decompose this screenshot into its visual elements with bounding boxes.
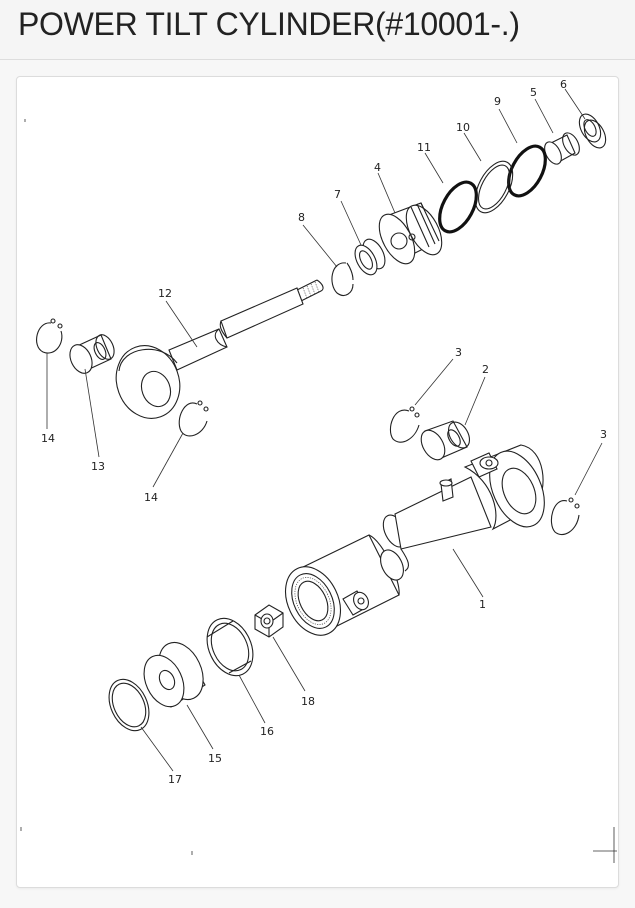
part-8-snap-ring <box>331 262 354 296</box>
part-label-7: 7 <box>334 188 341 201</box>
part-1-cylinder-tube <box>284 444 545 636</box>
crosshair-mark <box>593 827 617 863</box>
part-label-4: 4 <box>374 161 381 174</box>
part-14-snap-ring-center <box>178 400 209 437</box>
diagram-panel: 1 2 3 3 4 5 6 7 8 9 10 11 12 13 14 14 15… <box>16 76 619 888</box>
part-2-bushing <box>420 420 471 461</box>
part-label-9: 9 <box>494 95 501 108</box>
part-11-o-ring <box>438 180 478 234</box>
part-13-bushing <box>69 334 115 374</box>
part-label-17: 17 <box>168 773 182 786</box>
part-6-bushing <box>578 113 607 149</box>
part-label-15: 15 <box>208 752 222 765</box>
part-label-13: 13 <box>91 460 105 473</box>
part-label-18: 18 <box>301 695 315 708</box>
part-label-10: 10 <box>456 121 470 134</box>
part-label-6: 6 <box>560 78 567 91</box>
part-label-11: 11 <box>417 141 431 154</box>
part-9-o-ring <box>507 144 547 198</box>
part-3-snap-ring-right <box>550 497 580 536</box>
part-label-1: 1 <box>479 598 486 611</box>
part-label-14-left: 14 <box>41 432 55 445</box>
exploded-parts-diagram: 1 2 3 3 4 5 6 7 8 9 10 11 12 13 14 14 15… <box>20 78 617 863</box>
page-header: POWER TILT CYLINDER(#10001-.) <box>0 0 635 60</box>
part-label-12: 12 <box>158 287 172 300</box>
part-12-piston-rod <box>115 279 324 419</box>
page-title: POWER TILT CYLINDER(#10001-.) <box>18 6 520 42</box>
part-17-ring <box>108 678 150 732</box>
part-5-bushing <box>544 132 580 165</box>
part-4-cylinder-head <box>378 202 443 265</box>
part-3-snap-ring-center <box>389 406 420 443</box>
part-label-3-right: 3 <box>600 428 607 441</box>
leader-lines <box>46 88 603 772</box>
part-label-5: 5 <box>530 86 537 99</box>
part-label-3-center: 3 <box>455 346 462 359</box>
part-16-wear-ring <box>206 617 254 677</box>
part-7-bushing <box>354 238 386 276</box>
part-14-snap-ring-left <box>36 318 63 354</box>
part-label-16: 16 <box>260 725 274 738</box>
part-15-piston <box>143 641 206 708</box>
part-10-backup-ring <box>474 160 514 214</box>
part-18-nut <box>254 604 284 638</box>
part-label-2: 2 <box>482 363 489 376</box>
part-label-8: 8 <box>298 211 305 224</box>
part-label-14-center: 14 <box>144 491 158 504</box>
